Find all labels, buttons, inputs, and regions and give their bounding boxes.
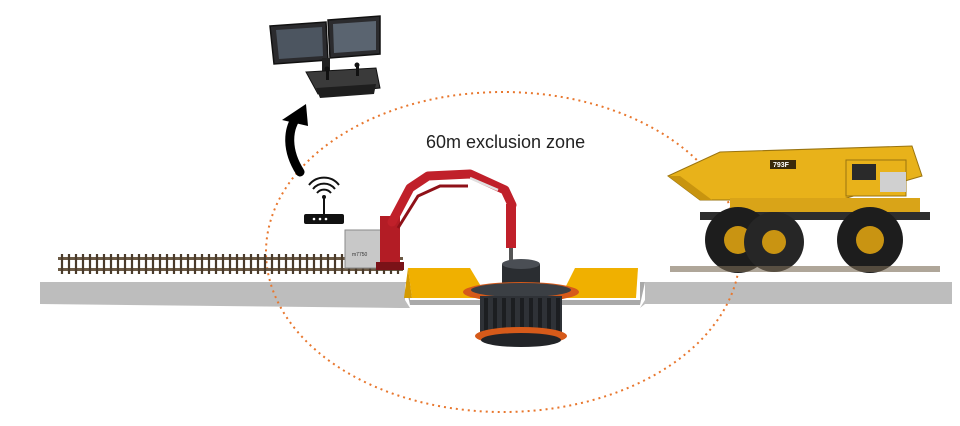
crusher-rib [484, 298, 488, 334]
crusher-rib [556, 298, 560, 334]
crusher-rib [529, 298, 533, 334]
crusher-rib [547, 298, 551, 334]
breaker-hammer [506, 204, 516, 248]
hopper-right [560, 268, 638, 298]
hydraulic-power-unit [344, 229, 386, 269]
rock-breaker: m7750 [344, 169, 517, 270]
crusher-rib [511, 298, 515, 334]
gyratory-crusher [463, 259, 579, 347]
crusher-rib [493, 298, 497, 334]
crusher-rib [520, 298, 524, 334]
wifi-router-icon [304, 176, 344, 224]
breaker-boom [387, 169, 517, 227]
crusher-rib [538, 298, 542, 334]
crusher-rib [502, 298, 506, 334]
remote-link-arrow-icon [282, 104, 308, 177]
haul-truck: 793F [667, 145, 940, 273]
ground [40, 282, 952, 308]
monitor-console-icon [269, 15, 381, 98]
truck-badge: 793F [773, 162, 790, 169]
unit-plate-text: m7750 [352, 252, 368, 258]
railway-track [58, 254, 403, 274]
exclusion-zone-label: 60m exclusion zone [426, 132, 586, 152]
